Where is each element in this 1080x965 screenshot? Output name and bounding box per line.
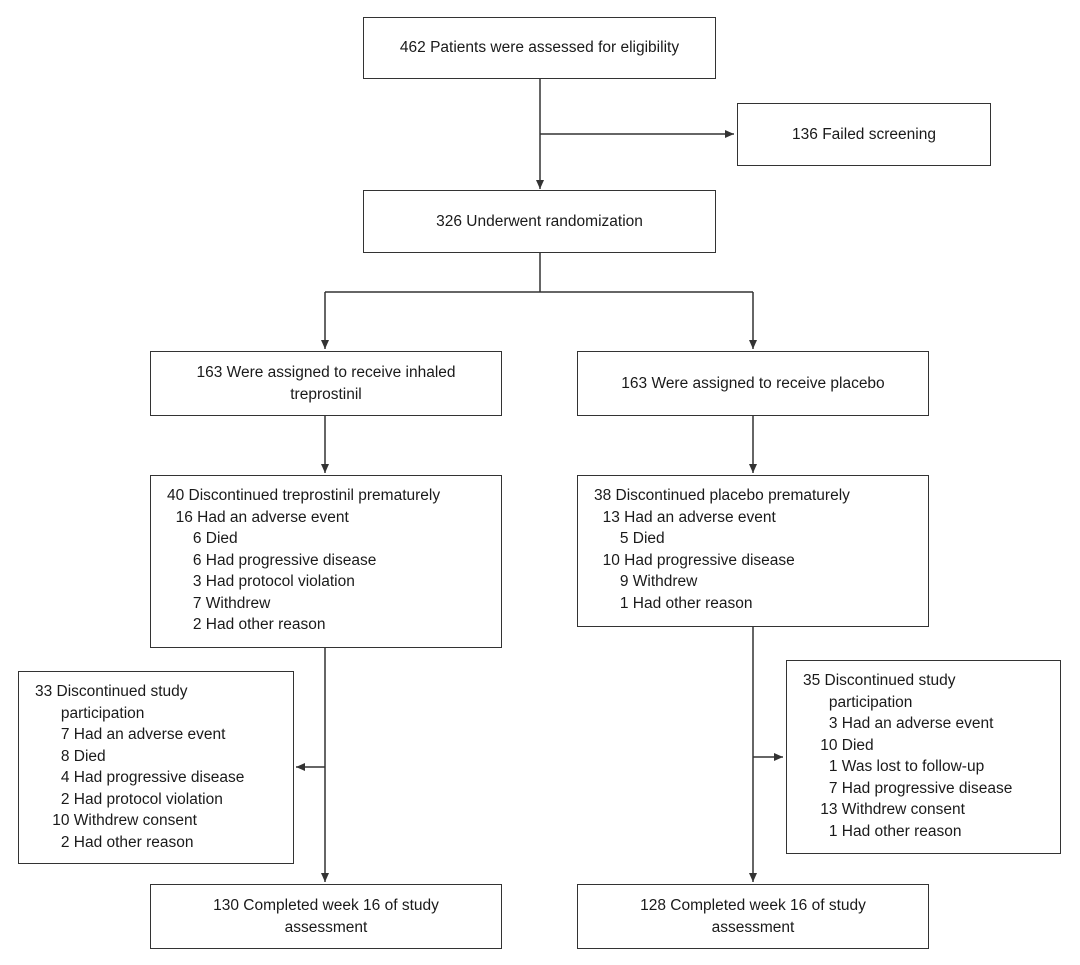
treprostinil-completed-line-2: assessment: [284, 918, 368, 936]
placebo-study-dropout-line: 10 Died: [803, 736, 874, 754]
treprostinil-study-dropout-line: 8 Died: [35, 747, 106, 765]
placebo-study-dropout-line: 1 Had other reason: [803, 822, 962, 840]
treprostinil-discontinued-line: 6 Died: [167, 530, 238, 547]
failed-screening-text: 136 Failed screening: [792, 125, 936, 143]
treprostinil-assigned-line-1: 163 Were assigned to receive inhaled: [196, 364, 456, 381]
treprostinil-study-dropout-line: participation: [35, 704, 145, 722]
placebo-study-dropout-line: 7 Had progressive disease: [803, 779, 1013, 797]
placebo-discontinued-line: 10 Had progressive disease: [594, 551, 795, 569]
placebo-study-dropout-line: participation: [803, 693, 913, 711]
placebo-study-dropout-line: 35 Discontinued study: [803, 672, 956, 689]
treprostinil-study-dropout-line: 33 Discontinued study: [35, 683, 188, 700]
randomization-box: 326 Underwent randomization: [363, 190, 716, 253]
placebo-study-dropout-box: 35 Discontinued study participation 3 Ha…: [786, 660, 1061, 854]
treprostinil-assigned-box: 163 Were assigned to receive inhaled tre…: [150, 351, 502, 416]
treprostinil-study-dropout-line: 10 Withdrew consent: [35, 812, 197, 829]
assessed-box: 462 Patients were assessed for eligibili…: [363, 17, 716, 79]
placebo-study-dropout-line: 3 Had an adverse event: [803, 715, 994, 732]
placebo-discontinued-line: 38 Discontinued placebo prematurely: [594, 487, 850, 504]
treprostinil-discontinued-line: 3 Had protocol violation: [167, 573, 355, 590]
placebo-discontinued-line: 13 Had an adverse event: [594, 508, 776, 526]
treprostinil-discontinued-line: 16 Had an adverse event: [167, 508, 349, 526]
assessed-text: 462 Patients were assessed for eligibili…: [399, 39, 680, 57]
treprostinil-study-dropout-line: 7 Had an adverse event: [35, 726, 226, 743]
treprostinil-discontinued-box: 40 Discontinued treprostinil prematurely…: [150, 475, 502, 648]
treprostinil-study-dropout-line: 2 Had other reason: [35, 833, 194, 851]
placebo-assigned-box: 163 Were assigned to receive placebo: [577, 351, 929, 416]
placebo-assigned-line-1: 163 Were assigned to receive placebo: [621, 374, 885, 392]
treprostinil-study-dropout-box: 33 Discontinued study participation 7 Ha…: [18, 671, 294, 864]
placebo-completed-box: 128 Completed week 16 of study assessmen…: [577, 884, 929, 949]
treprostinil-discontinued-line: 40 Discontinued treprostinil prematurely: [167, 487, 441, 504]
randomization-text: 326 Underwent randomization: [436, 212, 643, 230]
treprostinil-discontinued-line: 6 Had progressive disease: [167, 551, 377, 569]
placebo-discontinued-line: 5 Died: [594, 530, 665, 547]
treprostinil-completed-line-1: 130 Completed week 16 of study: [213, 897, 439, 914]
placebo-study-dropout-line: 13 Withdrew consent: [803, 801, 965, 818]
placebo-discontinued-line: 9 Withdrew: [594, 573, 698, 590]
treprostinil-completed-box: 130 Completed week 16 of study assessmen…: [150, 884, 502, 949]
treprostinil-discontinued-line: 2 Had other reason: [167, 616, 326, 633]
placebo-study-dropout-line: 1 Was lost to follow-up: [803, 758, 985, 775]
placebo-completed-line-1: 128 Completed week 16 of study: [640, 897, 866, 914]
treprostinil-discontinued-line: 7 Withdrew: [167, 594, 271, 612]
treprostinil-assigned-line-2: treprostinil: [290, 385, 362, 403]
placebo-completed-line-2: assessment: [711, 918, 795, 936]
placebo-discontinued-line: 1 Had other reason: [594, 594, 753, 612]
failed-screening-box: 136 Failed screening: [737, 103, 991, 166]
treprostinil-study-dropout-line: 4 Had progressive disease: [35, 769, 245, 786]
treprostinil-study-dropout-line: 2 Had protocol violation: [35, 790, 223, 808]
placebo-discontinued-box: 38 Discontinued placebo prematurely 13 H…: [577, 475, 929, 627]
